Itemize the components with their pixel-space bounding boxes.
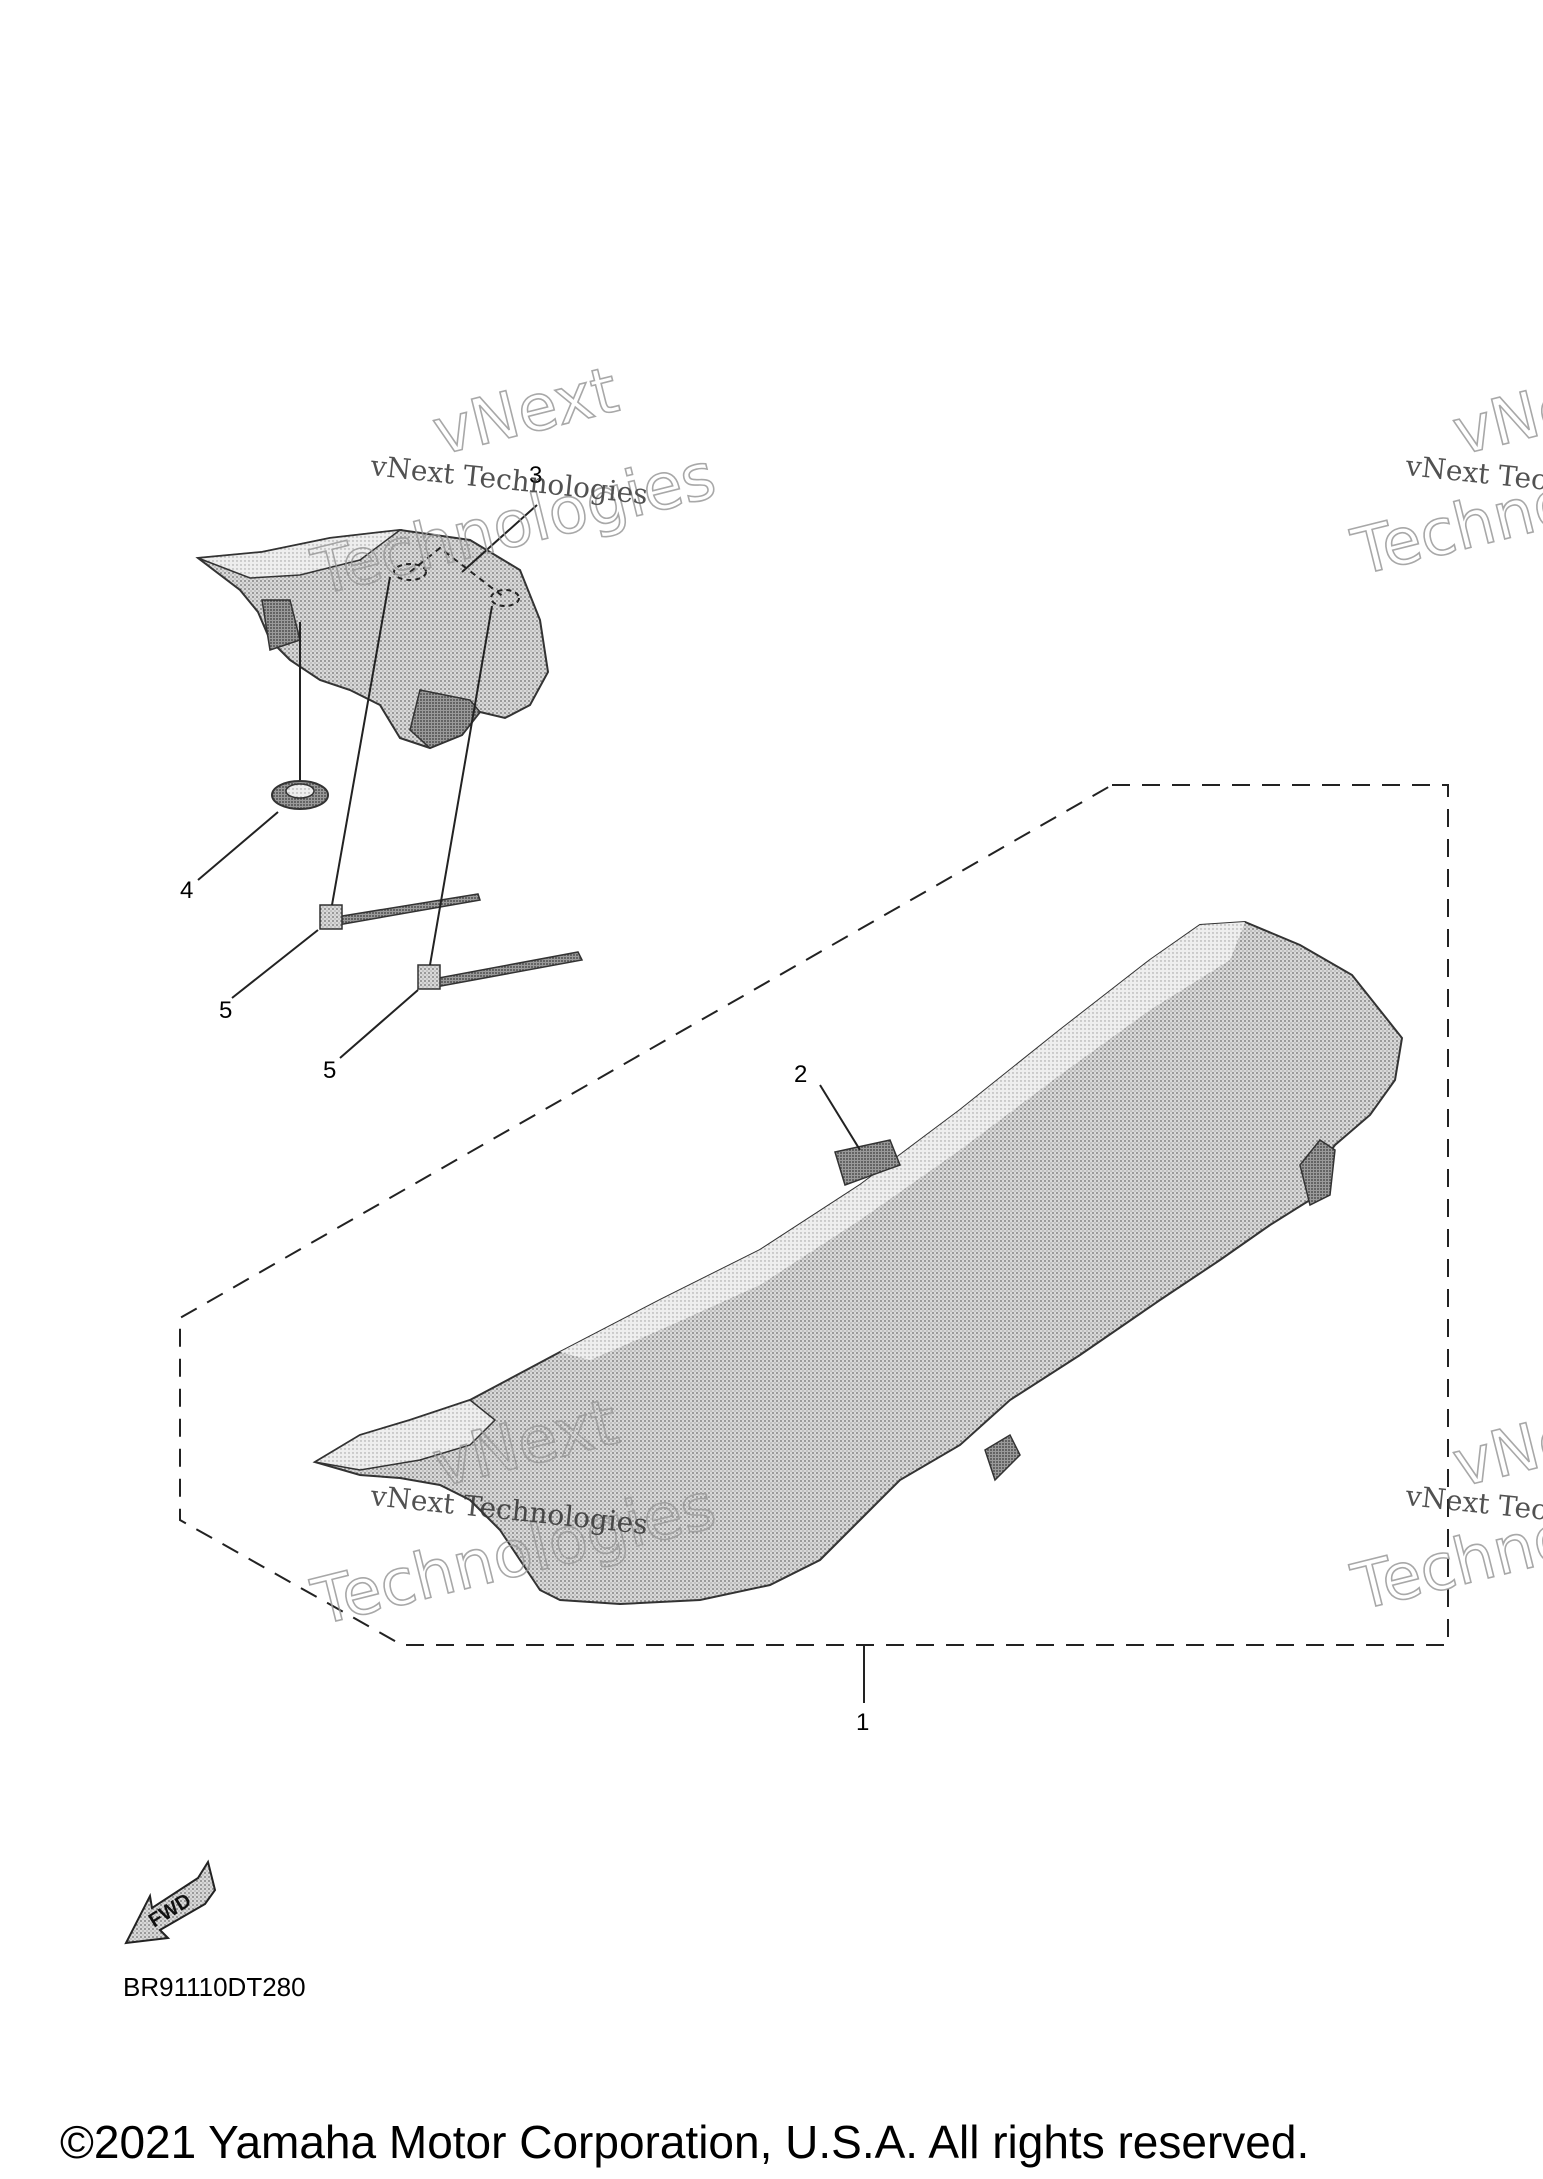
callout-5-upper: 5 (219, 997, 232, 1024)
callout-3: 3 (529, 462, 542, 489)
assembly-boundary (179, 784, 1449, 1646)
copyright-notice: ©2021 Yamaha Motor Corporation, U.S.A. A… (60, 2116, 1310, 2168)
callout-4: 4 (180, 877, 193, 904)
callout-1: 1 (856, 1709, 869, 1736)
svg-text:vNext: vNext (1446, 353, 1543, 470)
callout-2: 2 (794, 1061, 807, 1088)
seat-part (312, 920, 1404, 1606)
band-part-lower (417, 951, 584, 990)
watermark-top-right: vNext Technologies vNext Technologies (1344, 353, 1543, 592)
band-part-upper (319, 893, 481, 930)
grommet-part (271, 780, 329, 810)
fwd-arrow-icon: FWD (124, 1859, 217, 1945)
watermark-bottom-right: vNext Technologies vNext Technologies (1344, 1385, 1543, 1627)
callout-5-lower: 5 (323, 1057, 336, 1084)
svg-text:vNext: vNext (426, 353, 625, 470)
leader-lines-seat (819, 1084, 865, 1703)
rear-cover-part (195, 528, 550, 750)
leader-lines-upper (197, 504, 538, 1059)
diagram-code: BR91110DT280 (123, 1972, 306, 2002)
